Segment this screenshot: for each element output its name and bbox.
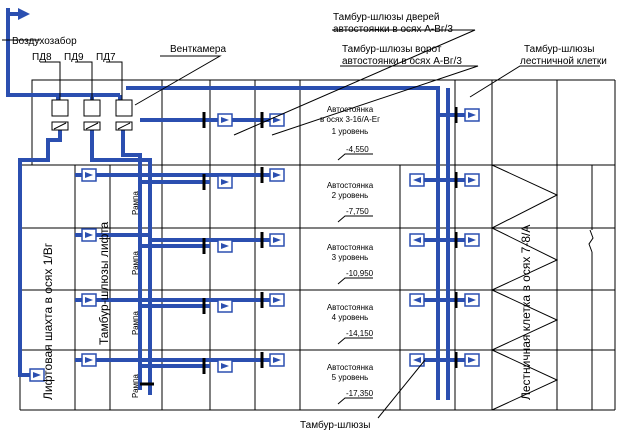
tambour-doors-label-2: автостоянки в осях А-Вг/3 <box>333 24 453 35</box>
building-grid <box>19 79 616 411</box>
tambour-gates-label-1: Тамбур-шлюзы ворот <box>342 43 442 55</box>
fan-box-pd8 <box>51 99 69 117</box>
level-2-elevation: -7,750 <box>346 207 369 216</box>
level-1-elevation: -4,550 <box>346 145 369 154</box>
level-3-elevation: -10,950 <box>346 269 374 278</box>
frame-label: Рампа <box>131 374 140 398</box>
grilles <box>29 108 480 382</box>
level-1-axes: в осях 3-16/А-Ег <box>320 115 380 124</box>
frame-label: Рампа <box>131 311 140 335</box>
grille-icon <box>217 359 233 373</box>
grille-icon <box>409 233 425 247</box>
vent-chamber-label: Венткамера <box>170 44 226 55</box>
grille-icon <box>269 353 285 367</box>
lift-tambour-label: Тамбур-шлюзы лифта <box>97 222 111 345</box>
grille-icon <box>81 293 97 307</box>
fans-group <box>40 61 133 131</box>
grille-icon <box>269 168 285 182</box>
fan-box-pd7 <box>115 99 133 117</box>
intake-arrow-icon <box>18 8 30 20</box>
fan-label-pd8: ПД8 <box>32 52 52 63</box>
lift-shaft-label: Лифтовая шахта в осях 1/Вг <box>41 242 55 400</box>
tambour-doors-label-1: Тамбур-шлюзы дверей <box>333 11 439 23</box>
grille-icon <box>269 293 285 307</box>
fan-label-pd9: ПД9 <box>64 52 84 63</box>
grille-icon <box>217 113 233 127</box>
grille-icon <box>81 168 97 182</box>
grille-icon <box>409 173 425 187</box>
tambour-gates-label-2: автостоянки в осях А-Вг/3 <box>342 56 462 67</box>
air-intake-label: Воздухозабор <box>12 35 77 47</box>
level-3-title: Автостоянка <box>327 243 374 252</box>
grille-icon <box>217 175 233 189</box>
level-5-number: 5 уровень <box>332 373 369 382</box>
grille-icon <box>464 173 480 187</box>
grille-icon <box>217 239 233 253</box>
grille-icon <box>464 293 480 307</box>
level-4-number: 4 уровень <box>332 313 369 322</box>
level-2-title: Автостоянка <box>327 181 374 190</box>
stair-cell-label: Лестничная клетка в осях 7-8/А <box>519 225 533 400</box>
grille-icon <box>217 299 233 313</box>
level-3-number: 3 уровень <box>332 253 369 262</box>
grille-icon <box>81 228 97 242</box>
valves <box>140 107 458 386</box>
frame-label: Рампа <box>131 191 140 215</box>
grille-icon <box>464 353 480 367</box>
grille-icon <box>29 368 45 382</box>
grille-icon <box>464 108 480 122</box>
tambours-bottom-label: Тамбур-шлюзы <box>300 419 370 431</box>
grille-icon <box>464 233 480 247</box>
fan-label-pd7: ПД7 <box>96 52 116 63</box>
fan-box-pd9 <box>83 99 101 117</box>
frame-label: Рампа <box>131 251 140 275</box>
tambour-stair-label-1: Тамбур-шлюзы <box>524 43 594 55</box>
level-5-elevation: -17,350 <box>346 389 374 398</box>
level-2-number: 2 уровень <box>332 191 369 200</box>
grille-icon <box>409 353 425 367</box>
level-4-title: Автостоянка <box>327 303 374 312</box>
level-1-title: Автостоянка <box>327 105 374 114</box>
tambour-stair-label-2: лестничной клетки <box>520 56 607 67</box>
level-4-elevation: -14,150 <box>346 329 374 338</box>
level-5-title: Автостоянка <box>327 363 374 372</box>
grille-icon <box>81 353 97 367</box>
level-1-number: 1 уровень <box>332 127 369 136</box>
grille-icon <box>269 113 285 127</box>
leader-lines <box>2 29 600 419</box>
grille-icon <box>409 293 425 307</box>
grille-icon <box>269 233 285 247</box>
